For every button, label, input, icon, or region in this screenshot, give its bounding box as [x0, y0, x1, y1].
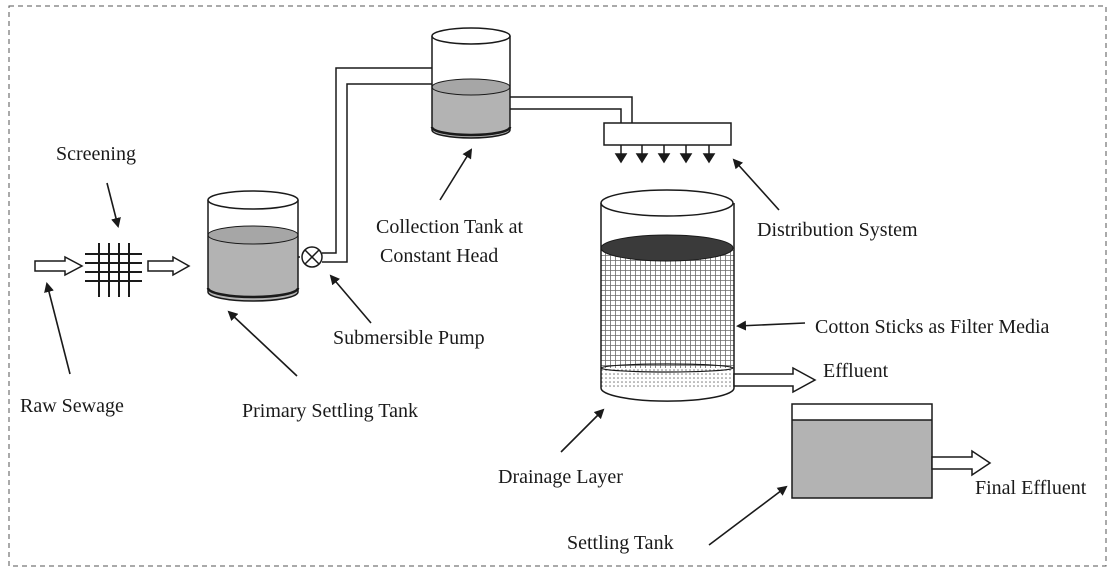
label-raw-sewage: Raw Sewage: [20, 395, 124, 417]
label-distribution-system: Distribution System: [757, 219, 918, 241]
label-submersible-pump: Submersible Pump: [333, 327, 485, 349]
settling-tank-pointer: [708, 485, 788, 546]
pointer-arrows: [44, 148, 806, 546]
screening-pointer: [106, 182, 121, 228]
submersible-pump: [298, 246, 323, 268]
label-drainage-layer: Drainage Layer: [498, 466, 623, 488]
label-final-effluent: Final Effluent: [975, 477, 1087, 499]
filter-column: [600, 189, 735, 402]
cotton-sticks-pointer: [736, 320, 806, 331]
feed-pipe: [510, 96, 633, 123]
primary-tank-pointer: [227, 310, 298, 377]
rising-main-pipe: [322, 67, 432, 263]
label-screening: Screening: [56, 143, 136, 165]
final-effluent-arrow: [931, 449, 992, 477]
dashed-border: [8, 5, 1107, 567]
label-primary-settling-tank: Primary Settling Tank: [242, 400, 418, 422]
label-collection-tank-line2: Constant Head: [380, 245, 498, 267]
label-settling-tank: Settling Tank: [567, 532, 674, 554]
label-effluent: Effluent: [823, 360, 889, 382]
label-cotton-sticks: Cotton Sticks as Filter Media: [815, 316, 1050, 338]
drainage-layer-pointer: [560, 408, 605, 453]
distribution-pointer: [732, 158, 780, 211]
drainage-layer: [601, 368, 734, 388]
screening-grid: [85, 243, 142, 297]
collection-tank-pointer: [439, 148, 473, 201]
raw-sewage-pointer: [44, 282, 71, 375]
pump-pointer: [329, 274, 372, 324]
raw-sewage-inlet-arrow: [34, 255, 84, 277]
label-collection-tank-line1: Collection Tank at: [376, 216, 524, 238]
primary-settling-tank: [206, 190, 300, 302]
settling-tank: [791, 403, 933, 499]
distribution-system: [603, 122, 732, 164]
screening-outlet-arrow: [147, 255, 191, 277]
effluent-arrow: [733, 366, 817, 394]
collection-tank: [430, 27, 512, 139]
